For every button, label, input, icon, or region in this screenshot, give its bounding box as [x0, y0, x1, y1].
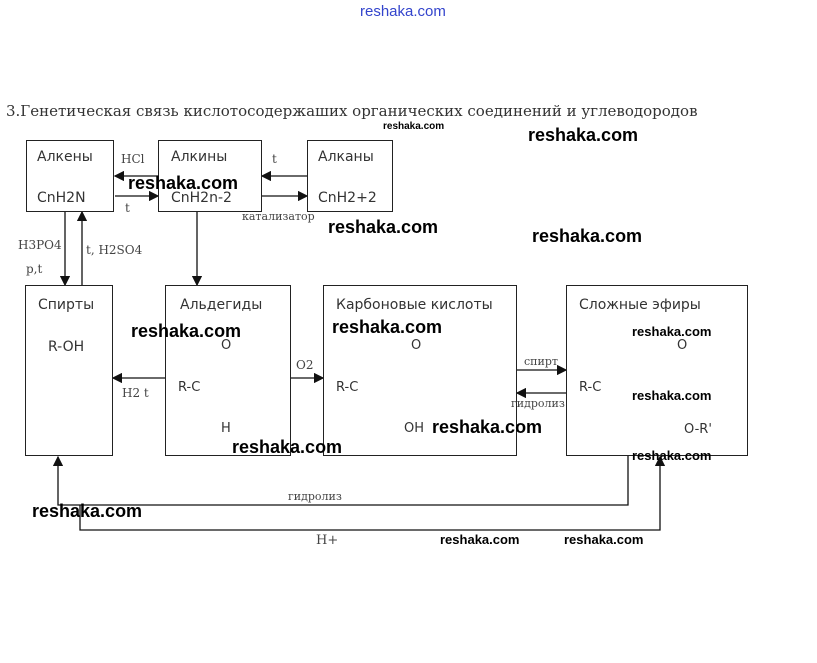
- watermark-10: reshaka.com: [432, 417, 543, 437]
- acids-name: Карбоновые кислоты: [336, 297, 493, 313]
- label-h2: H2 t: [122, 386, 149, 400]
- watermark-4: reshaka.com: [328, 217, 439, 237]
- label-t-bottom: t: [125, 201, 130, 215]
- acid-r-group: R-C: [336, 380, 359, 395]
- watermark-2: reshaka.com: [528, 125, 639, 145]
- aldehyde-oxygen: O: [221, 338, 232, 353]
- aldehyde-r-group: R-C: [178, 380, 201, 395]
- label-catalyst: катализатор: [242, 210, 315, 223]
- label-o2: O2: [296, 358, 314, 372]
- acids-box: Карбоновые кислоты O R-C OH: [323, 285, 517, 456]
- label-h-plus: H+: [316, 533, 339, 548]
- label-hcl: HCl: [121, 152, 145, 166]
- watermark-5: reshaka.com: [532, 226, 643, 246]
- acid-oxygen: O: [411, 338, 422, 353]
- alkynes-formula: CnH2n-2: [171, 190, 232, 206]
- watermark-15: reshaka.com: [564, 532, 644, 547]
- aldehydes-box: Альдегиды O R-C H: [165, 285, 291, 456]
- acid-oh: OH: [404, 421, 425, 436]
- watermark-14: reshaka.com: [440, 532, 520, 547]
- alkenes-name: Алкены: [37, 149, 93, 165]
- label-pt: p,t: [26, 262, 43, 276]
- watermark-6: reshaka.com: [332, 317, 443, 337]
- alkanes-name: Алканы: [318, 149, 374, 165]
- watermark-7: reshaka.com: [131, 321, 242, 341]
- watermark-8: reshaka.com: [632, 324, 712, 339]
- alcohols-formula: R-OH: [48, 339, 85, 355]
- alkanes-box: Алканы CnH2+2: [307, 140, 393, 212]
- watermark-12: reshaka.com: [632, 448, 712, 463]
- watermark-9: reshaka.com: [632, 388, 712, 403]
- alkynes-name: Алкины: [171, 149, 228, 165]
- watermark-13: reshaka.com: [32, 501, 143, 521]
- alkenes-box: Алкены CnH2N: [26, 140, 114, 212]
- ester-or-group: O-R': [684, 422, 712, 437]
- aldehydes-name: Альдегиды: [180, 297, 263, 313]
- alcohols-name: Спирты: [38, 297, 95, 313]
- watermark-1: reshaka.com: [383, 121, 445, 132]
- label-hydrolysis-right: гидролиз: [511, 397, 565, 410]
- diagram-title: 3.Генетическая связь кислотосодержаших о…: [6, 102, 698, 120]
- label-h3po4: H3PO4: [18, 238, 62, 252]
- alkenes-formula: CnH2N: [37, 190, 86, 206]
- arrow-esters-hydrolysis-to-alcohols: [52, 455, 629, 506]
- ester-oxygen: O: [677, 338, 688, 353]
- esters-box: Сложные эфиры O R-C O-R': [566, 285, 748, 456]
- watermark-11: reshaka.com: [232, 437, 343, 457]
- alkanes-formula: CnH2+2: [318, 190, 377, 206]
- alcohols-box: Спирты R-OH: [25, 285, 113, 456]
- label-spirt: спирт: [524, 355, 558, 368]
- arrow-alcohols-to-esters: [79, 455, 666, 531]
- watermark-3: reshaka.com: [128, 173, 239, 193]
- ester-r-group: R-C: [579, 380, 602, 395]
- esters-name: Сложные эфиры: [579, 297, 701, 313]
- alkynes-box: Алкины CnH2n-2: [158, 140, 262, 212]
- label-h2so4: t, H2SO4: [86, 243, 143, 257]
- label-hydrolysis-bottom: гидролиз: [288, 490, 342, 503]
- label-t-top: t: [272, 152, 277, 166]
- aldehyde-hydrogen: H: [221, 421, 231, 436]
- watermark-top: reshaka.com: [360, 3, 446, 20]
